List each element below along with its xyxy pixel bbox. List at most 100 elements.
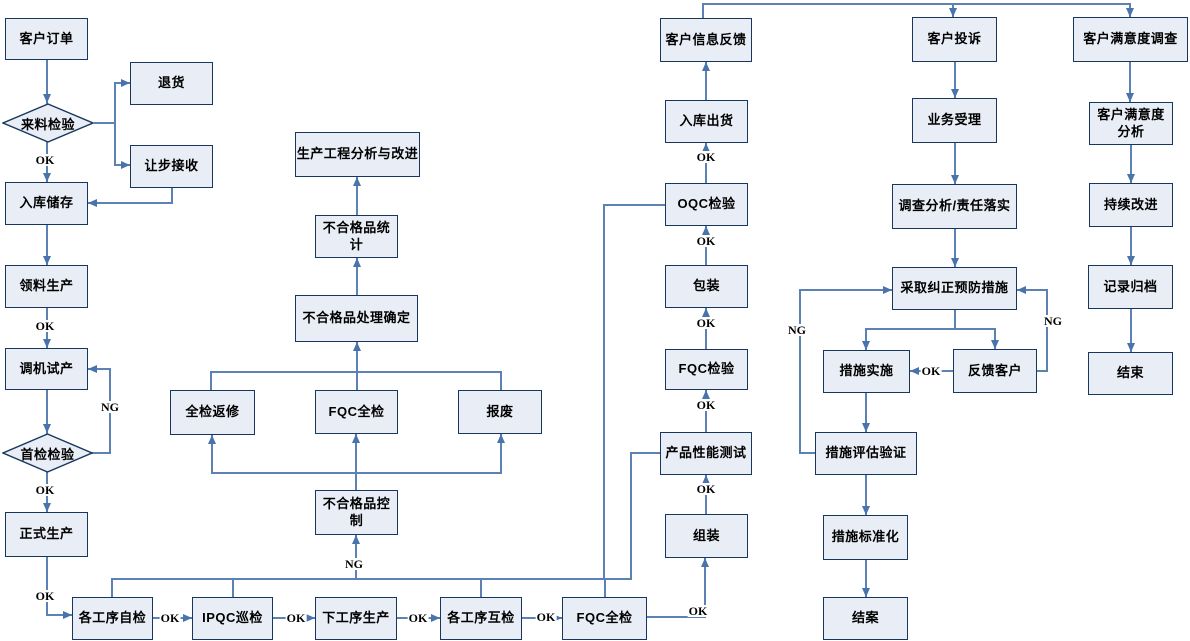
flow-node-label: 不合格品统 计 <box>322 220 391 252</box>
arrowhead-icon <box>88 199 97 207</box>
flow-node-formal-production: 正式生产 <box>5 512 88 557</box>
edge-label-ng: NG <box>1043 314 1063 328</box>
connector-line <box>954 309 956 330</box>
arrowhead-icon <box>862 588 870 597</box>
arrowhead-icon <box>353 342 361 351</box>
flow-node-fqc-full-inspection-mid: FQC全检 <box>315 390 398 434</box>
flow-node-label: 各工序自检 <box>78 610 147 626</box>
connector-line <box>210 371 212 391</box>
flow-node-warehouse-shipping: 入库出货 <box>665 100 748 143</box>
arrowhead-icon <box>1127 174 1135 183</box>
flow-node-defect-statistics: 不合格品统 计 <box>315 215 398 258</box>
connector-line <box>705 142 707 184</box>
flow-node-label: 报废 <box>486 403 514 419</box>
arrowhead-icon <box>951 89 959 98</box>
flow-node-process-mutual-inspection: 各工序互检 <box>440 597 522 640</box>
flow-node-label: 退货 <box>157 75 185 91</box>
connector-line <box>603 204 605 580</box>
arrowhead-icon <box>991 340 999 349</box>
flow-node-label: 调查分析/责任落实 <box>898 198 1011 214</box>
edge-label-ok: OK <box>535 610 557 624</box>
edge-label-ok: OK <box>34 319 56 333</box>
arrowhead-icon <box>43 503 51 512</box>
edge-label-ng: NG <box>100 400 120 414</box>
connector-line <box>210 371 502 373</box>
flow-node-label: 措施标准化 <box>831 529 900 545</box>
flow-node-label: 反馈客户 <box>967 362 1022 378</box>
connector-line <box>865 328 867 351</box>
flow-node-label: 客户投诉 <box>927 31 982 47</box>
connector-line <box>46 389 48 434</box>
flow-node-customer-satisfaction-survey: 客户满意度调查 <box>1073 17 1188 62</box>
edge-label-ok: OK <box>34 483 56 497</box>
flow-node-scrap: 报废 <box>458 390 542 434</box>
connector-line <box>701 2 705 20</box>
connector-line <box>701 2 1132 6</box>
arrowhead-icon <box>43 424 51 433</box>
connector-line <box>46 556 48 616</box>
flow-node-customer-info-feedback: 客户信息反馈 <box>660 18 752 62</box>
flow-node-label: 领料生产 <box>19 278 74 294</box>
arrowhead-icon <box>862 423 870 432</box>
arrowhead-icon <box>121 161 130 169</box>
connector-line <box>46 614 73 616</box>
flow-node-label: 结束 <box>1116 365 1144 381</box>
connector-line <box>87 202 173 204</box>
flow-node-full-inspection-repair: 全检返修 <box>170 390 255 435</box>
edge-label-ng: NG <box>344 557 364 571</box>
flow-node-label: 措施评估验证 <box>825 445 907 461</box>
edge-label-ok: OK <box>159 611 181 625</box>
arrowhead-icon <box>43 256 51 265</box>
arrowhead-icon <box>702 308 710 317</box>
flow-node-customer-satisfaction-analysis: 客户满意度 分析 <box>1089 102 1173 145</box>
arrowhead-icon <box>862 506 870 515</box>
flow-node-label: 业务受理 <box>927 112 982 128</box>
flow-node-label: 结案 <box>851 610 879 626</box>
flow-node-label: 让步接收 <box>144 158 199 174</box>
flow-node-trial-production: 调机试产 <box>5 348 88 390</box>
flow-node-action-evaluation-verification: 措施评估验证 <box>815 432 917 475</box>
connector-line <box>603 204 666 206</box>
arrowhead-icon <box>949 8 957 17</box>
connector-line <box>646 616 706 618</box>
flow-node-customer-complaint: 客户投诉 <box>912 17 997 62</box>
flow-node-label: 下工序生产 <box>322 610 390 626</box>
connector-line <box>1130 308 1132 353</box>
connector-line <box>954 61 956 99</box>
flow-node-oqc-inspection: OQC检验 <box>665 183 748 226</box>
arrowhead-icon <box>1126 8 1134 17</box>
connector-line <box>94 122 116 124</box>
flow-node-label: FQC检验 <box>678 361 735 377</box>
diamond-shape <box>2 103 94 143</box>
arrowhead-icon <box>1017 286 1026 294</box>
flow-node-investigation-responsibility: 调查分析/责任落实 <box>892 184 1017 229</box>
flow-node-continuous-improvement: 持续改进 <box>1089 183 1173 227</box>
arrowhead-icon <box>702 226 710 235</box>
edge-label-ok: OK <box>407 611 429 625</box>
flow-node-case-closed: 结案 <box>823 597 908 640</box>
connector-line <box>356 341 358 391</box>
flow-node-assembly: 组装 <box>665 514 748 558</box>
connector-line <box>1130 144 1132 184</box>
flow-node-label: 入库出货 <box>679 113 734 129</box>
connector-line <box>1046 289 1048 372</box>
connector-line <box>865 474 867 516</box>
flow-node-label: 全检返修 <box>185 404 240 420</box>
connector-line <box>1129 61 1131 103</box>
flow-node-process-self-inspection: 各工序自检 <box>72 597 153 640</box>
flow-node-customer-order: 客户订单 <box>5 18 88 60</box>
arrowhead-icon <box>702 62 710 71</box>
flow-node-label: 客户订单 <box>19 30 74 46</box>
flow-node-defect-disposition: 不合格品处理确定 <box>295 295 418 342</box>
arrowhead-icon <box>431 614 440 622</box>
flow-node-label: 持续改进 <box>1103 196 1158 212</box>
arrowhead-icon <box>910 367 919 375</box>
diamond-shape <box>2 433 93 473</box>
flow-node-label: 各工序互检 <box>447 610 515 626</box>
connector-line <box>705 61 707 101</box>
flow-node-first-inspection: 首检检验 <box>2 433 93 473</box>
flow-node-label: 正式生产 <box>19 526 74 542</box>
connector-line <box>865 392 867 433</box>
connector-line <box>355 472 357 491</box>
